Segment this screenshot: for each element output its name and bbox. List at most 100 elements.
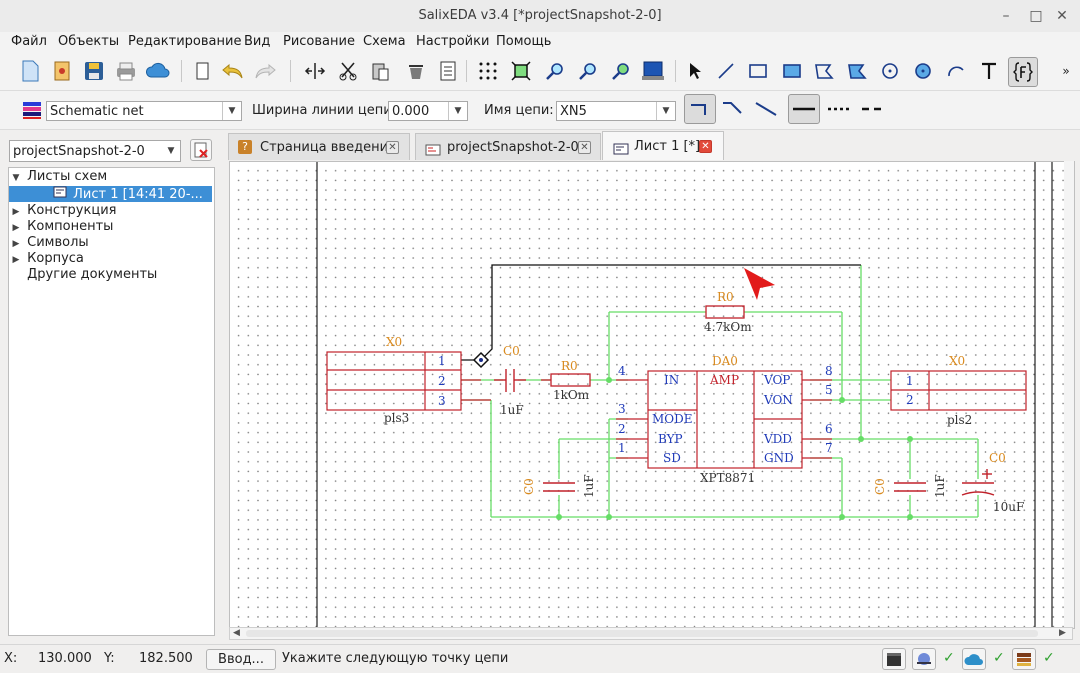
- dashed-line-button[interactable]: [858, 95, 886, 123]
- net-junctions: [556, 377, 913, 520]
- menu-settings[interactable]: Настройки: [416, 34, 490, 49]
- menu-file[interactable]: Файл: [11, 34, 47, 49]
- cloud-sync-button[interactable]: [962, 648, 986, 670]
- 3d-view-icon[interactable]: [641, 59, 665, 83]
- cap-vdd[interactable]: [894, 482, 926, 492]
- close-icon[interactable]: ✕: [578, 141, 591, 154]
- project-select[interactable]: projectSnapshot-2-0 ▼: [9, 140, 181, 162]
- connector-x0-left[interactable]: [326, 351, 462, 411]
- line-width-input[interactable]: 0.000 ▼: [388, 101, 468, 121]
- chevron-down-icon: ▼: [656, 102, 675, 120]
- field-icon[interactable]: [1008, 57, 1038, 87]
- schematic-icon: [425, 140, 441, 167]
- menu-objects[interactable]: Объекты: [58, 34, 120, 49]
- horizontal-scrollbar[interactable]: ◀ ▶: [229, 627, 1073, 640]
- clean-icon[interactable]: [404, 59, 428, 83]
- menu-edit[interactable]: Редактирование: [128, 34, 242, 49]
- minimize-icon[interactable]: –: [1002, 8, 1010, 24]
- copy-page-icon[interactable]: [190, 59, 214, 83]
- tree-item-sheets[interactable]: ▼ Листы схем: [9, 169, 108, 185]
- properties-icon[interactable]: [436, 59, 460, 83]
- tab-intro[interactable]: ? Страница введения ✕: [228, 133, 410, 160]
- connector-x0-right[interactable]: [890, 370, 1027, 411]
- net-name-input[interactable]: XN5 ▼: [556, 101, 676, 121]
- close-icon[interactable]: ✕: [386, 141, 399, 154]
- zoom-in-icon[interactable]: [543, 59, 567, 83]
- cap-input[interactable]: [494, 369, 526, 392]
- status-message: Укажите следующую точку цепи: [282, 651, 509, 666]
- cloud-icon[interactable]: [146, 59, 170, 83]
- tab-project[interactable]: projectSnapshot-2-0 ✕: [415, 133, 601, 160]
- zoom-out-icon[interactable]: [576, 59, 600, 83]
- x0-left-ref: X0: [386, 335, 402, 349]
- undo-icon[interactable]: [221, 59, 245, 83]
- dotted-line-button[interactable]: [824, 95, 852, 123]
- close-icon[interactable]: ✕: [699, 140, 712, 153]
- toolbar-overflow-icon[interactable]: »: [1062, 64, 1070, 78]
- chip-pin-num: 1: [618, 441, 626, 455]
- circle-icon[interactable]: [878, 59, 902, 83]
- chip-da0[interactable]: [616, 370, 832, 469]
- tree-item-other-docs[interactable]: Другие документы: [9, 267, 157, 283]
- menu-schematic[interactable]: Схема: [363, 34, 406, 49]
- scroll-right-icon[interactable]: ▶: [1059, 628, 1066, 638]
- library-button[interactable]: [1012, 648, 1036, 670]
- tree-item-packages[interactable]: ▶ Корпуса: [9, 251, 84, 267]
- resistor-feedback[interactable]: [705, 305, 745, 319]
- input-button[interactable]: Ввод...: [206, 649, 276, 670]
- layer-select[interactable]: Schematic net ▼: [46, 101, 242, 121]
- redo-icon[interactable]: [253, 59, 277, 83]
- route-45-button[interactable]: [719, 95, 747, 123]
- tree-item-symbols[interactable]: ▶ Символы: [9, 235, 89, 251]
- fit-icon[interactable]: [509, 59, 533, 83]
- tree-item-sheet1[interactable]: Лист 1 [14:41 20-...: [9, 186, 212, 202]
- tab-label: Страница введения: [260, 140, 396, 155]
- menu-help[interactable]: Помощь: [496, 34, 552, 49]
- open-project-icon[interactable]: [50, 59, 74, 83]
- cap-input-value: 1uF: [500, 403, 524, 417]
- grid-icon[interactable]: [476, 59, 500, 83]
- network-button[interactable]: [912, 648, 936, 670]
- cap-bulk[interactable]: [961, 469, 995, 496]
- chip-pin-num: 7: [825, 441, 833, 455]
- select-icon[interactable]: [683, 59, 707, 83]
- save-icon[interactable]: [82, 59, 106, 83]
- scroll-left-icon[interactable]: ◀: [233, 628, 240, 638]
- cloud-icon: [964, 654, 983, 665]
- close-icon[interactable]: ✕: [1056, 8, 1068, 24]
- tree-item-construction[interactable]: ▶ Конструкция: [9, 203, 117, 219]
- line-icon[interactable]: [714, 59, 738, 83]
- menu-draw[interactable]: Рисование: [283, 34, 355, 49]
- arc-icon[interactable]: [944, 59, 968, 83]
- zoom-area-icon[interactable]: [609, 59, 633, 83]
- filled-circle-icon[interactable]: [911, 59, 935, 83]
- schematic-svg[interactable]: X0 1 2 3 pls3 C0 1uF R0 1kOm R0 4.7kOm: [230, 162, 1074, 628]
- tree-item-components[interactable]: ▶ Компоненты: [9, 219, 114, 235]
- schematic-canvas[interactable]: X0 1 2 3 pls3 C0 1uF R0 1kOm R0 4.7kOm: [229, 161, 1075, 629]
- video-button[interactable]: [882, 648, 906, 670]
- chip-pin-label: GND: [764, 451, 794, 465]
- cap-vdd-value: 1uF: [933, 474, 947, 498]
- resistor-feedback-ref: R0: [717, 290, 734, 304]
- cut-icon[interactable]: [336, 59, 360, 83]
- maximize-icon[interactable]: □: [1029, 8, 1043, 24]
- paste-icon[interactable]: [368, 59, 392, 83]
- route-diagonal-button[interactable]: [752, 95, 780, 123]
- menu-view[interactable]: Вид: [244, 34, 271, 49]
- vertical-scrollbar[interactable]: [1064, 161, 1074, 627]
- resistor-input[interactable]: [541, 373, 591, 387]
- close-project-button[interactable]: [190, 139, 212, 161]
- rectangle-icon[interactable]: [746, 59, 770, 83]
- tab-sheet1[interactable]: Лист 1 [*] ✕: [602, 131, 724, 160]
- new-file-icon[interactable]: [18, 59, 42, 83]
- solid-line-button[interactable]: [788, 94, 820, 124]
- polygon-icon[interactable]: [812, 59, 836, 83]
- cap-bypass[interactable]: [543, 482, 575, 492]
- text-icon[interactable]: [977, 59, 1001, 83]
- route-orthogonal-button[interactable]: [684, 94, 716, 124]
- scrollbar-thumb[interactable]: [246, 630, 1038, 637]
- filled-rect-icon[interactable]: [780, 59, 804, 83]
- filled-polygon-icon[interactable]: [845, 59, 869, 83]
- mirror-icon[interactable]: [303, 59, 327, 83]
- print-icon[interactable]: [114, 59, 138, 83]
